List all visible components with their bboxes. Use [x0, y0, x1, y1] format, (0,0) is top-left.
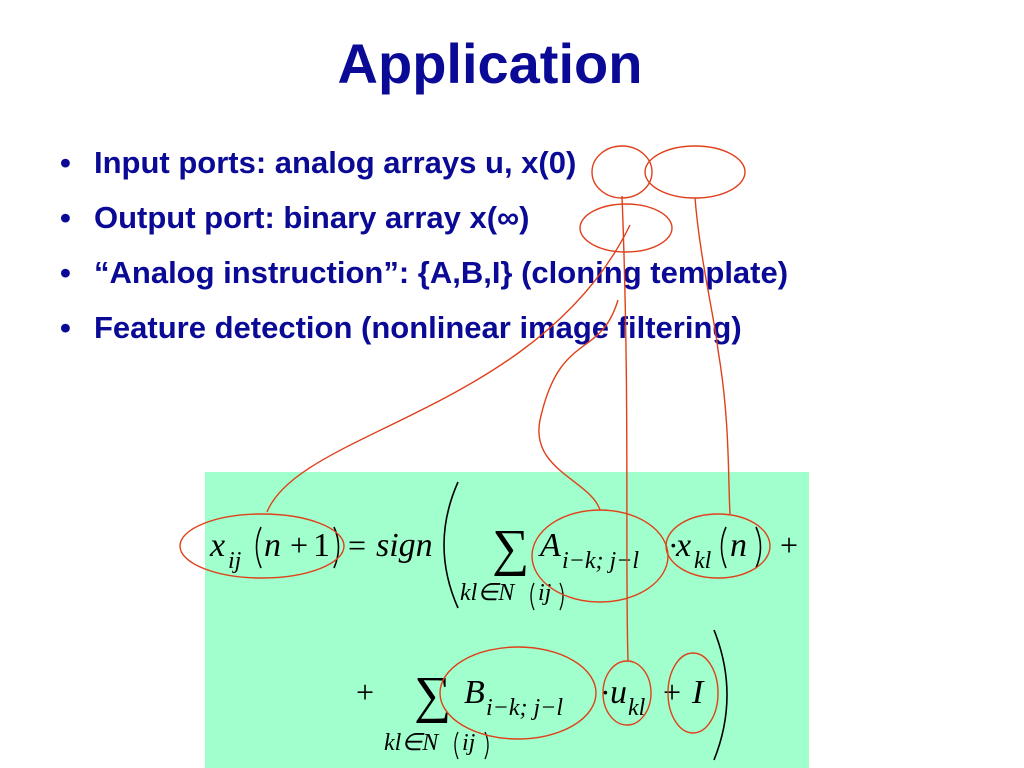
dot-b: ·	[600, 674, 611, 710]
equals-sign: =	[348, 527, 366, 563]
state-variable: x	[675, 527, 691, 564]
big-open-paren	[443, 481, 459, 609]
sum-a-index-open-paren	[530, 582, 535, 611]
connector-x0	[694, 197, 731, 515]
state-close-paren	[755, 526, 762, 569]
annotations	[179, 145, 771, 740]
sum-a-symbol: ∑	[492, 520, 529, 577]
circle-x0	[644, 145, 746, 199]
bullet-input-ports: Input ports: analog arrays u, x(0)	[60, 140, 960, 186]
state-argument: n	[730, 527, 747, 564]
circle-state-input	[665, 513, 771, 579]
bullet-feature-detection: Feature detection (nonlinear image filte…	[60, 305, 960, 351]
formula-line-1: x ij n + 1 = sign ∑ kl∈N ij A i−k; j−l ·…	[209, 481, 798, 611]
connector-u	[621, 195, 629, 662]
sum-b-index-close-paren	[484, 731, 489, 760]
coefficient-a: A	[538, 527, 561, 564]
lhs-subscript: ij	[228, 548, 242, 574]
input-variable: u	[610, 674, 627, 711]
slide-title: Application	[337, 32, 643, 95]
coefficient-a-subscript: i−k; j−l	[562, 548, 639, 574]
sum-a-index: kl∈N	[460, 580, 516, 606]
formula-line-2: + ∑ kl∈N ij B i−k; j−l · u kl + I	[356, 629, 728, 761]
circle-state-output	[179, 513, 345, 579]
coefficient-b-subscript: i−k; j−l	[486, 695, 563, 721]
bullet-output-port: Output port: binary array x(∞)	[60, 195, 960, 241]
lhs-argument: n	[264, 527, 281, 564]
bullet-analog-instruction: “Analog instruction”: {A,B,I} (cloning t…	[60, 250, 960, 296]
circle-u	[591, 145, 653, 199]
state-open-paren	[720, 526, 727, 569]
sum-a-index-close-paren	[559, 582, 564, 611]
lhs-plus: +	[290, 527, 308, 563]
circle-u-input	[602, 660, 652, 726]
lhs-variable: x	[209, 527, 225, 564]
circle-b-template	[439, 646, 597, 740]
sum-b-index: kl∈N	[384, 730, 440, 756]
bias-term: I	[691, 674, 705, 711]
dot-a: ·	[668, 527, 679, 563]
connector-template	[538, 299, 619, 511]
sum-b-index-open-paren	[454, 731, 459, 760]
circle-x-infinity	[579, 203, 673, 253]
bias-plus: +	[663, 674, 681, 710]
sign-function: sign	[376, 527, 433, 564]
lhs-one: 1	[313, 527, 330, 564]
leading-plus: +	[356, 674, 374, 710]
input-subscript: kl	[628, 695, 646, 721]
connector-output	[266, 224, 631, 513]
lhs-close-paren	[333, 526, 340, 569]
circle-bias	[667, 652, 719, 734]
trailing-plus: +	[780, 527, 798, 563]
formula-box	[205, 472, 809, 768]
lhs-open-paren	[255, 526, 262, 569]
coefficient-b: B	[464, 674, 485, 711]
bullet-list: Input ports: analog arrays u, x(0) Outpu…	[60, 140, 960, 360]
sum-b-index-arg: ij	[462, 730, 476, 756]
state-subscript: kl	[694, 548, 712, 574]
big-close-paren	[713, 629, 728, 761]
